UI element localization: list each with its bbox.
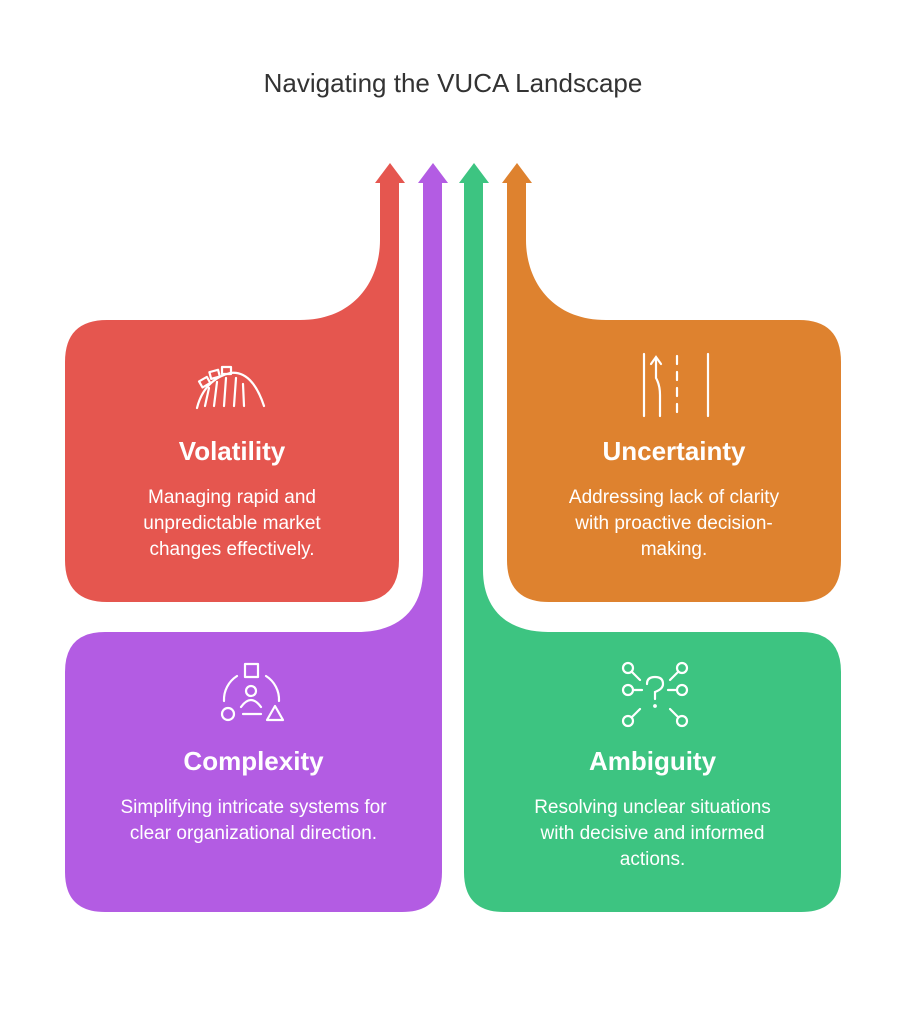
ambiguity-description: Resolving unclear situations with decisi…	[534, 797, 771, 870]
complexity-card: Complexity Simplifying intricate systems…	[65, 746, 442, 847]
complexity-arrow-head	[418, 163, 448, 183]
uncertainty-arrow-head	[502, 163, 532, 183]
volatility-description: Managing rapid and unpredictable market …	[143, 487, 321, 560]
question-network-icon	[621, 661, 689, 728]
complexity-shape	[65, 163, 448, 912]
volatility-arrow-head	[375, 163, 405, 183]
ambiguity-card: Ambiguity Resolving unclear situations w…	[464, 746, 841, 873]
ambiguity-shape	[459, 163, 841, 912]
uncertainty-title: Uncertainty	[602, 436, 746, 466]
uncertainty-description: Addressing lack of clarity with proactiv…	[568, 487, 780, 560]
ambiguity-title: Ambiguity	[588, 746, 717, 776]
uncertainty-card: Uncertainty Addressing lack of clarity w…	[507, 436, 841, 563]
diagram-title: Navigating the VUCA Landscape	[263, 68, 643, 98]
person-shapes-icon	[220, 662, 285, 722]
volatility-card: Volatility Managing rapid and unpredicta…	[65, 436, 399, 563]
volatility-shape	[65, 163, 405, 602]
ambiguity-arrow-head	[459, 163, 489, 183]
complexity-title: Complexity	[183, 746, 324, 776]
road-lanes-icon	[642, 352, 710, 418]
complexity-description: Simplifying intricate systems for clear …	[120, 797, 387, 844]
roller-coaster-icon	[195, 365, 266, 410]
uncertainty-shape	[502, 163, 841, 602]
volatility-title: Volatility	[178, 436, 286, 466]
